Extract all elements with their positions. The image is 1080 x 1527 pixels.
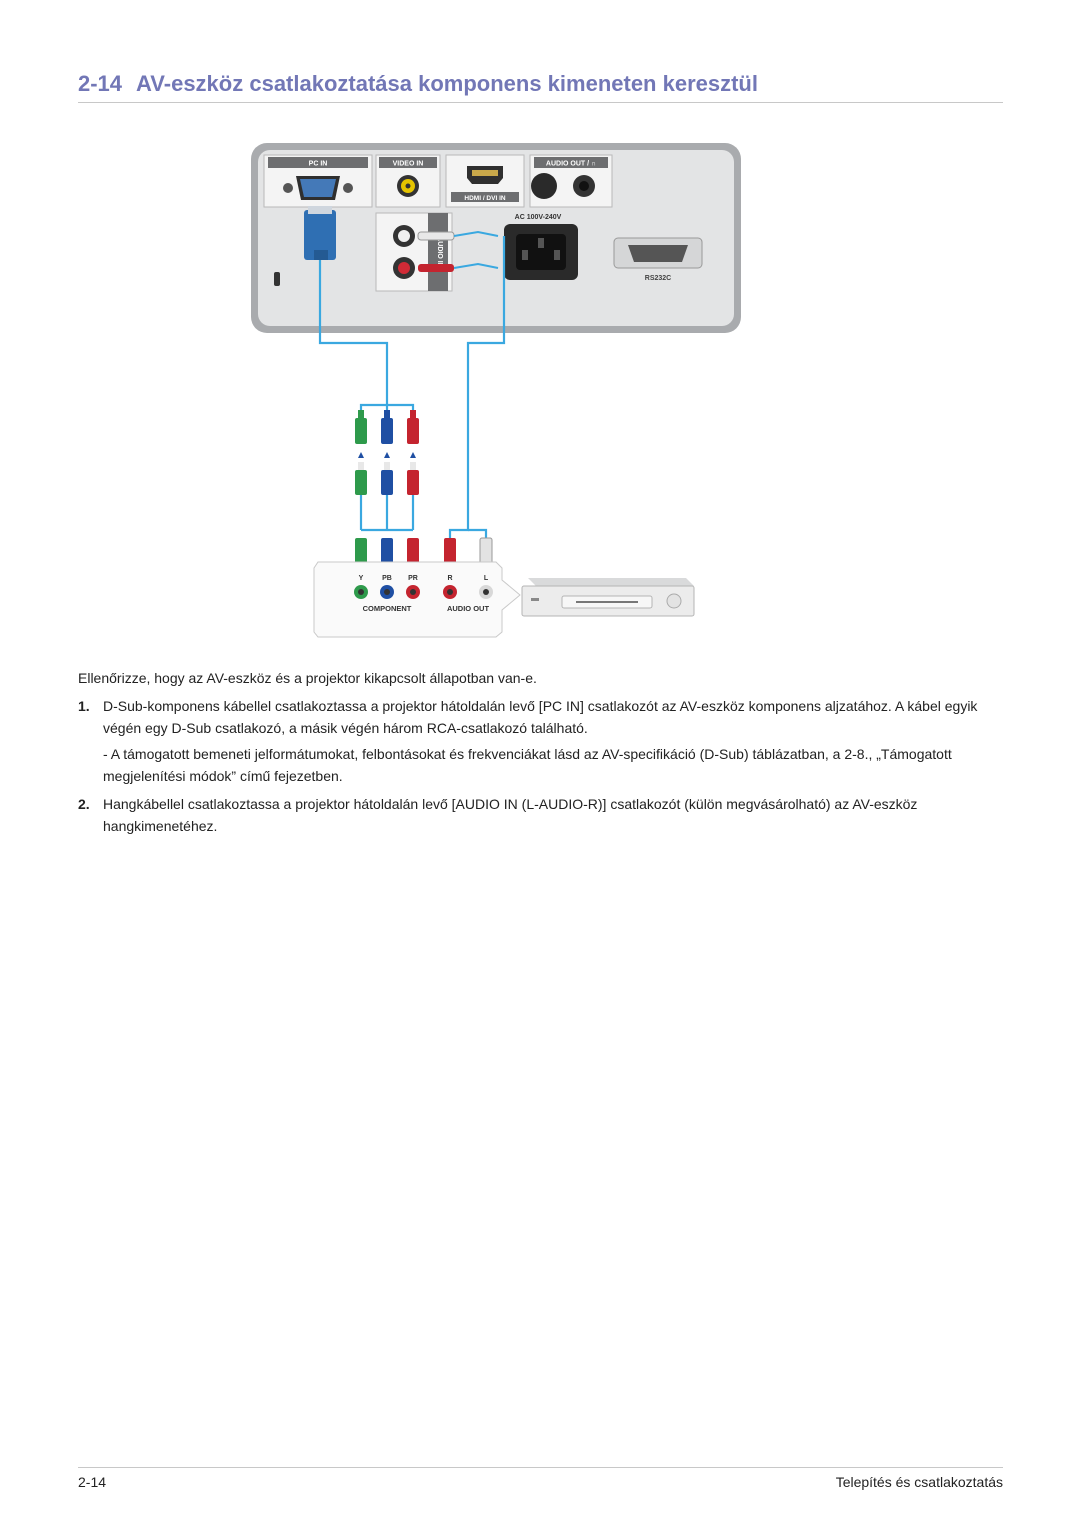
l-label: L <box>484 575 489 582</box>
rs232c-label: RS232C <box>645 275 671 282</box>
rca-plugs-lower <box>355 537 493 565</box>
audio-out-device-label: AUDIO OUT <box>447 604 490 613</box>
step-number: 2. <box>78 796 90 812</box>
step-item: 2. Hangkábellel csatlakoztassa a projekt… <box>78 793 1003 837</box>
step-text: Hangkábellel csatlakoztassa a projektor … <box>103 796 918 834</box>
projector-rear-panel: PC IN VIDEO IN HDMI / DVI IN AUDIO OUT /… <box>251 143 741 333</box>
step-note: - A támogatott bemeneti jelformátumokat,… <box>103 746 952 784</box>
footer-divider <box>78 1467 1003 1468</box>
pb-label: PB <box>382 575 392 582</box>
pc-in-label: PC IN <box>309 161 328 168</box>
cables <box>318 236 506 538</box>
lock-slot-icon <box>274 272 280 286</box>
audio-in-plugs <box>417 230 499 272</box>
steps-list: 1. D-Sub-komponens kábellel csatlakoztas… <box>78 695 1003 843</box>
page-title: 2-14 AV-eszköz csatlakoztatása komponens … <box>78 70 1003 98</box>
hdmi-label: HDMI / DVI IN <box>464 195 505 202</box>
audio-in-label: AUDIO IN <box>436 236 443 268</box>
footer-page-number: 2-14 <box>78 1474 107 1490</box>
intro-text: Ellenőrizze, hogy az AV-eszköz és a proj… <box>78 670 537 686</box>
audio-out-label: AUDIO OUT / ∩ <box>546 161 596 168</box>
rca-plugs-upper <box>355 410 419 458</box>
rca-plugs-middle <box>355 462 419 495</box>
connection-diagram-svg: PC IN VIDEO IN HDMI / DVI IN AUDIO OUT /… <box>251 143 741 638</box>
rs232c-port <box>628 245 688 262</box>
step-number: 1. <box>78 698 90 714</box>
section-header: 2-14 AV-eszköz csatlakoztatása komponens … <box>78 70 1003 103</box>
av-device-panel: Y PB PR R L COMPONENT AUDIO OUT <box>313 561 521 638</box>
video-in-label: VIDEO IN <box>393 161 424 168</box>
dvd-player-icon <box>521 578 695 617</box>
step-item: 1. D-Sub-komponens kábellel csatlakoztas… <box>78 695 1003 787</box>
section-number: 2-14 <box>78 71 123 96</box>
r-label: R <box>447 575 452 582</box>
dsub-plug <box>304 206 336 260</box>
y-label: Y <box>359 575 364 582</box>
vga-port <box>283 176 353 200</box>
component-label: COMPONENT <box>363 604 412 613</box>
footer-chapter: Telepítés és csatlakoztatás <box>835 1474 1003 1490</box>
audio-out-port <box>531 173 557 199</box>
ac-label: AC 100V-240V <box>515 214 562 221</box>
section-title: AV-eszköz csatlakoztatása komponens kime… <box>136 71 758 96</box>
connection-diagram: PC IN VIDEO IN HDMI / DVI IN AUDIO OUT /… <box>246 140 746 640</box>
step-text: D-Sub-komponens kábellel csatlakoztassa … <box>103 698 978 736</box>
pr-label: PR <box>408 575 418 582</box>
